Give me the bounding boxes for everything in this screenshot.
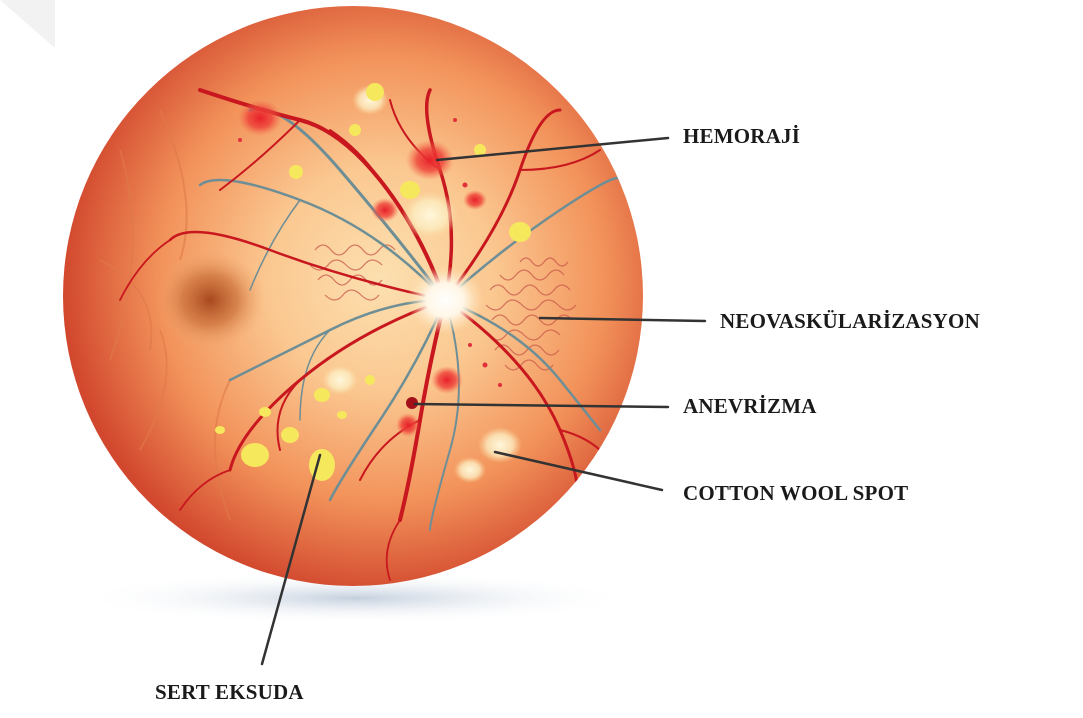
- label-hemoraji: HEMORAJİ: [683, 124, 800, 149]
- macula: [155, 250, 265, 350]
- optic-disc: [407, 266, 483, 334]
- corner-fold: [0, 0, 55, 48]
- retina: [63, 6, 643, 586]
- label-anevrizma: ANEVRİZMA: [683, 394, 817, 419]
- label-cotton-wool-spot: COTTON WOOL SPOT: [683, 481, 908, 506]
- label-neovaskularizasyon: NEOVASKÜLARİZASYON: [720, 309, 980, 334]
- label-sert-eksuda: SERT EKSUDA: [155, 680, 304, 705]
